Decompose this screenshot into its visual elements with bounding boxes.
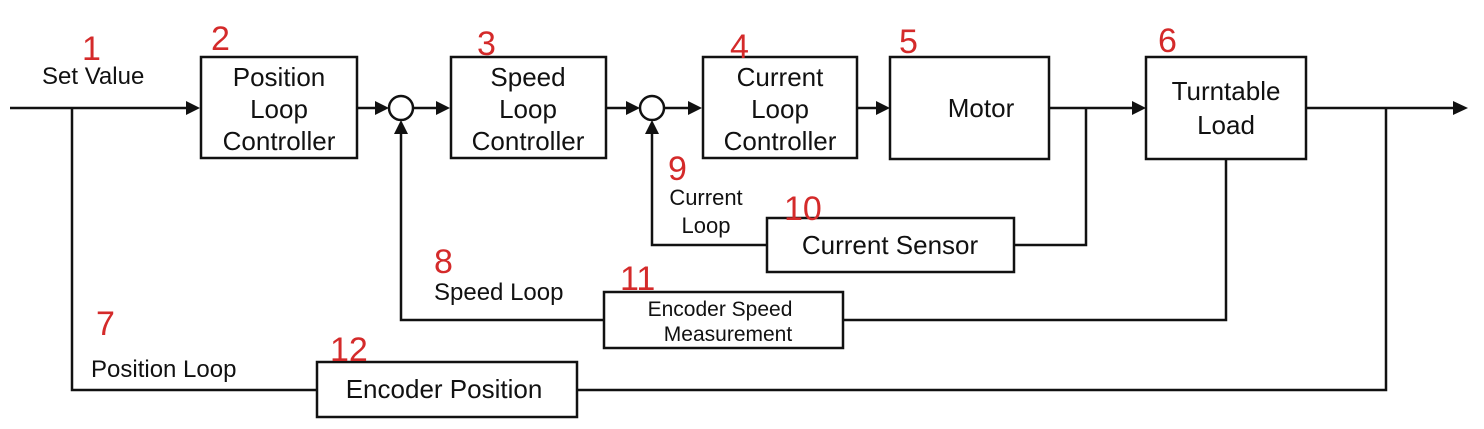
position-controller-line2: Loop (250, 94, 308, 124)
turntable-load-line1: Turntable (1172, 76, 1281, 106)
current-loop-wires (645, 108, 1088, 247)
position-feedback-line (577, 108, 1388, 392)
arrowhead-current-ctrl (688, 101, 702, 115)
speed-summing-junction (387, 94, 415, 122)
arrowhead-motor (876, 101, 890, 115)
encoder-position-label: Encoder Position (346, 374, 543, 404)
position-controller-line3: Controller (223, 126, 336, 156)
current-sensor-block: Current Sensor (765, 216, 1016, 274)
arrowhead-input (186, 101, 200, 115)
encoder-speed-line2: Measurement (664, 323, 793, 346)
position-loop-controller-block: Position Loop Controller (199, 55, 359, 160)
speed-loop-return-line (399, 133, 604, 322)
ref-number-12: 12 (330, 331, 368, 369)
ref-number-10: 10 (784, 190, 822, 228)
ref-number-3: 3 (477, 25, 496, 63)
current-loop-label-line2: Loop (682, 213, 731, 238)
position-loop-label: Position Loop (91, 356, 236, 383)
ref-number-1: 1 (82, 30, 101, 68)
ref-number-2: 2 (211, 20, 230, 58)
ref-number-6: 6 (1158, 22, 1177, 60)
speed-loop-wires (394, 120, 1228, 322)
encoder-speed-measurement-block: Encoder Speed Measurement (602, 290, 845, 350)
speed-controller-line2: Loop (499, 94, 557, 124)
current-controller-line2: Loop (751, 94, 809, 124)
position-loop-wires (70, 108, 1388, 392)
speed-loop-label: Speed Loop (434, 279, 563, 306)
turntable-load-line2: Load (1197, 110, 1255, 140)
current-controller-line3: Controller (724, 126, 837, 156)
current-feedback-line (1014, 108, 1088, 247)
ref-number-7: 7 (96, 305, 115, 343)
current-summing-junction (638, 94, 666, 122)
current-sensor-label: Current Sensor (802, 230, 979, 260)
arrowhead-speed-ctrl (436, 101, 450, 115)
ref-number-5: 5 (899, 23, 918, 61)
ref-number-11: 11 (620, 260, 655, 298)
ref-number-8: 8 (434, 243, 453, 281)
arrowhead-sum2 (626, 101, 640, 115)
arrowhead-load (1132, 101, 1146, 115)
speed-controller-line1: Speed (490, 62, 565, 92)
set-value-label: Set Value (42, 63, 144, 90)
arrowhead-output (1453, 101, 1468, 115)
speed-loop-controller-block: Speed Loop Controller (449, 55, 608, 160)
arrowhead-sum1 (375, 101, 389, 115)
turntable-load-block: Turntable Load (1144, 55, 1308, 161)
motor-label: Motor (948, 93, 1015, 123)
arrowhead-speed-loop (394, 120, 408, 134)
current-loop-controller-block: Current Loop Controller (701, 55, 859, 160)
current-loop-label-line1: Current (669, 185, 742, 210)
speed-controller-line3: Controller (472, 126, 585, 156)
position-controller-line1: Position (233, 62, 326, 92)
arrowhead-current-loop (645, 120, 659, 134)
current-loop-return-line (650, 133, 767, 247)
current-controller-line1: Current (737, 62, 824, 92)
ref-number-4: 4 (730, 28, 749, 66)
position-loop-return-line (70, 108, 317, 392)
forward-path (10, 101, 1468, 115)
motor-block: Motor (888, 55, 1051, 161)
encoder-speed-line1: Encoder Speed (648, 298, 793, 321)
ref-number-9: 9 (668, 150, 687, 188)
speed-feedback-line (843, 160, 1228, 322)
encoder-position-block: Encoder Position (315, 360, 579, 419)
